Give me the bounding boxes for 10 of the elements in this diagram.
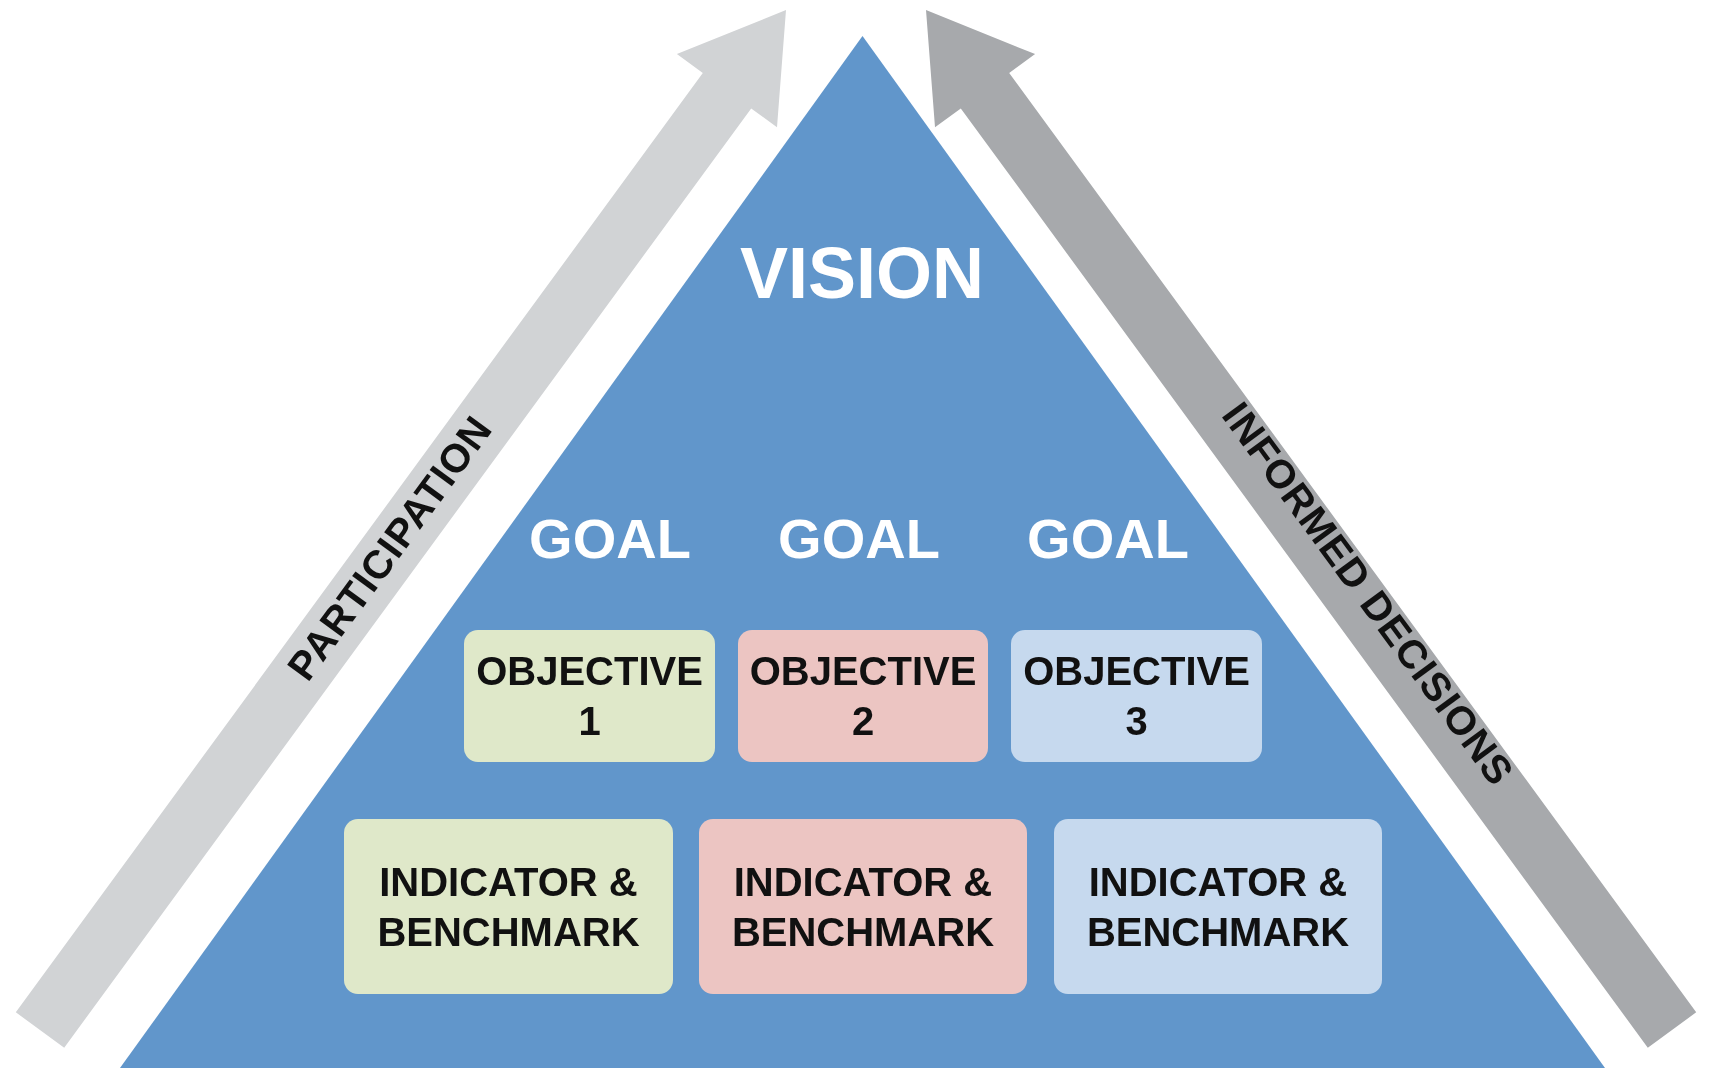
tier-heading: GOAL [1027,505,1189,571]
pyramid-triangle [120,36,1605,1068]
tier-card: OBJECTIVE 2 [738,630,988,762]
tier-card: INDICATOR & BENCHMARK [699,819,1027,994]
tier-heading: GOAL [778,505,940,571]
tier-heading: GOAL [529,505,691,571]
pyramid-heading: VISION [739,232,985,314]
tier-card: INDICATOR & BENCHMARK [1054,819,1382,994]
tier-card: OBJECTIVE 3 [1011,630,1262,762]
tier-card: INDICATOR & BENCHMARK [344,819,673,994]
